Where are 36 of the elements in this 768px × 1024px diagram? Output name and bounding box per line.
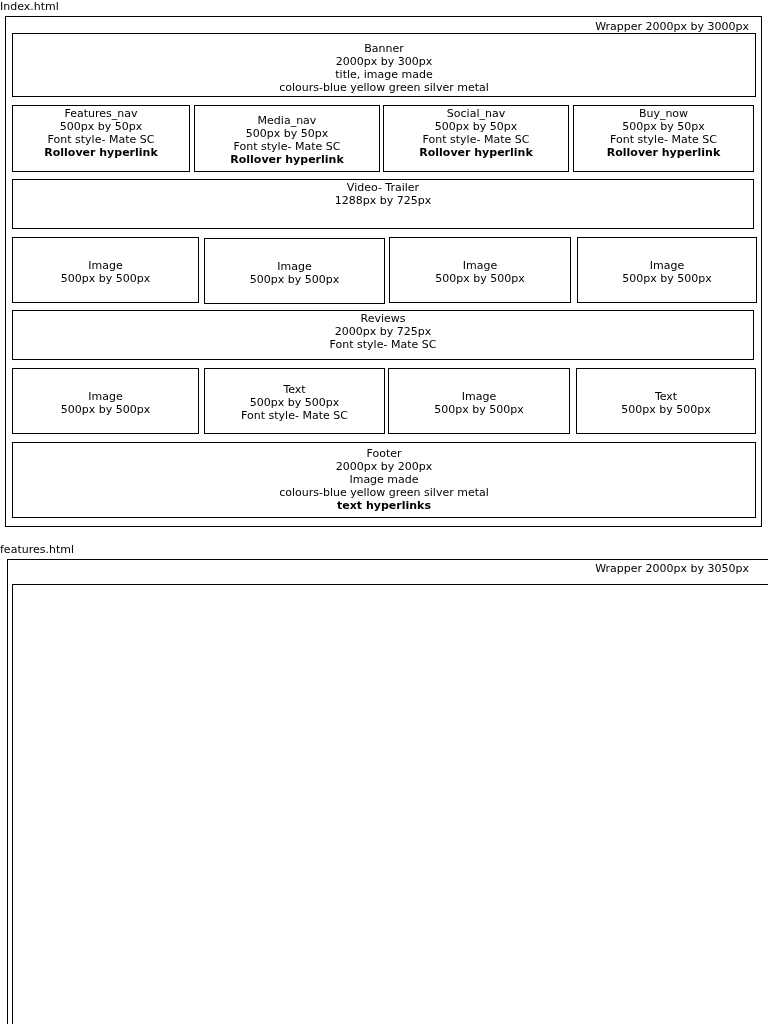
nav-box: [12, 105, 190, 172]
box-text: Media_nav 500px by 50px Font style- Mate SC Rollover hyperlink: [229, 113, 345, 166]
image-box: [12, 368, 199, 434]
wrapper-label: Wrapper 2000px by 3050px: [595, 562, 749, 575]
box-text: Features_nav 500px by 50px Font style- Mate SC Rollover hyperlink: [43, 107, 159, 159]
image-box: [389, 237, 571, 303]
image-box: [12, 237, 199, 303]
video-box: [12, 179, 754, 229]
nav-box: [194, 105, 380, 172]
box-text: Text 500px by 500px Font style- Mate SC: [240, 382, 349, 422]
box-text: Footer 2000px by 200px Image made colours-blue yellow green silver metal text hyperlinks: [278, 446, 490, 512]
page-title: Index.html: [0, 0, 59, 13]
banner-box: [12, 33, 756, 97]
nav-box: [573, 105, 754, 172]
text-box: [204, 368, 385, 434]
box-text: Image 500px by 500px: [621, 258, 713, 285]
box-text: Banner 2000px by 300px title, image made colours-blue yellow green silver metal: [278, 41, 490, 94]
footer-box: [12, 442, 756, 518]
image-box: [204, 238, 385, 304]
nav-box: [383, 105, 569, 172]
image-box: [388, 368, 570, 434]
box-text: Image 500px by 500px: [248, 259, 341, 286]
text-box: [576, 368, 756, 434]
page-title: features.html: [0, 543, 74, 556]
wrapper-label: Wrapper 2000px by 3000px: [595, 20, 749, 33]
box-text: Image 500px by 500px: [59, 389, 152, 416]
reviews-box: [12, 310, 754, 360]
box-text: Image 500px by 500px: [433, 389, 525, 416]
box-text: Buy_now 500px by 50px Font style- Mate SC Rollover hyperlink: [605, 107, 722, 159]
box-text: Text 500px by 500px: [620, 389, 712, 416]
box-text: Image 500px by 500px: [59, 258, 152, 285]
image-box: [577, 237, 757, 303]
box-text: Image 500px by 500px: [434, 258, 526, 285]
box-text: Video- Trailer 1288px by 725px: [333, 181, 433, 207]
box-text: Social_nav 500px by 50px Font style- Mate SC Rollover hyperlink: [418, 107, 534, 159]
box-text: Reviews 2000px by 725px Font style- Mate SC: [328, 312, 438, 351]
